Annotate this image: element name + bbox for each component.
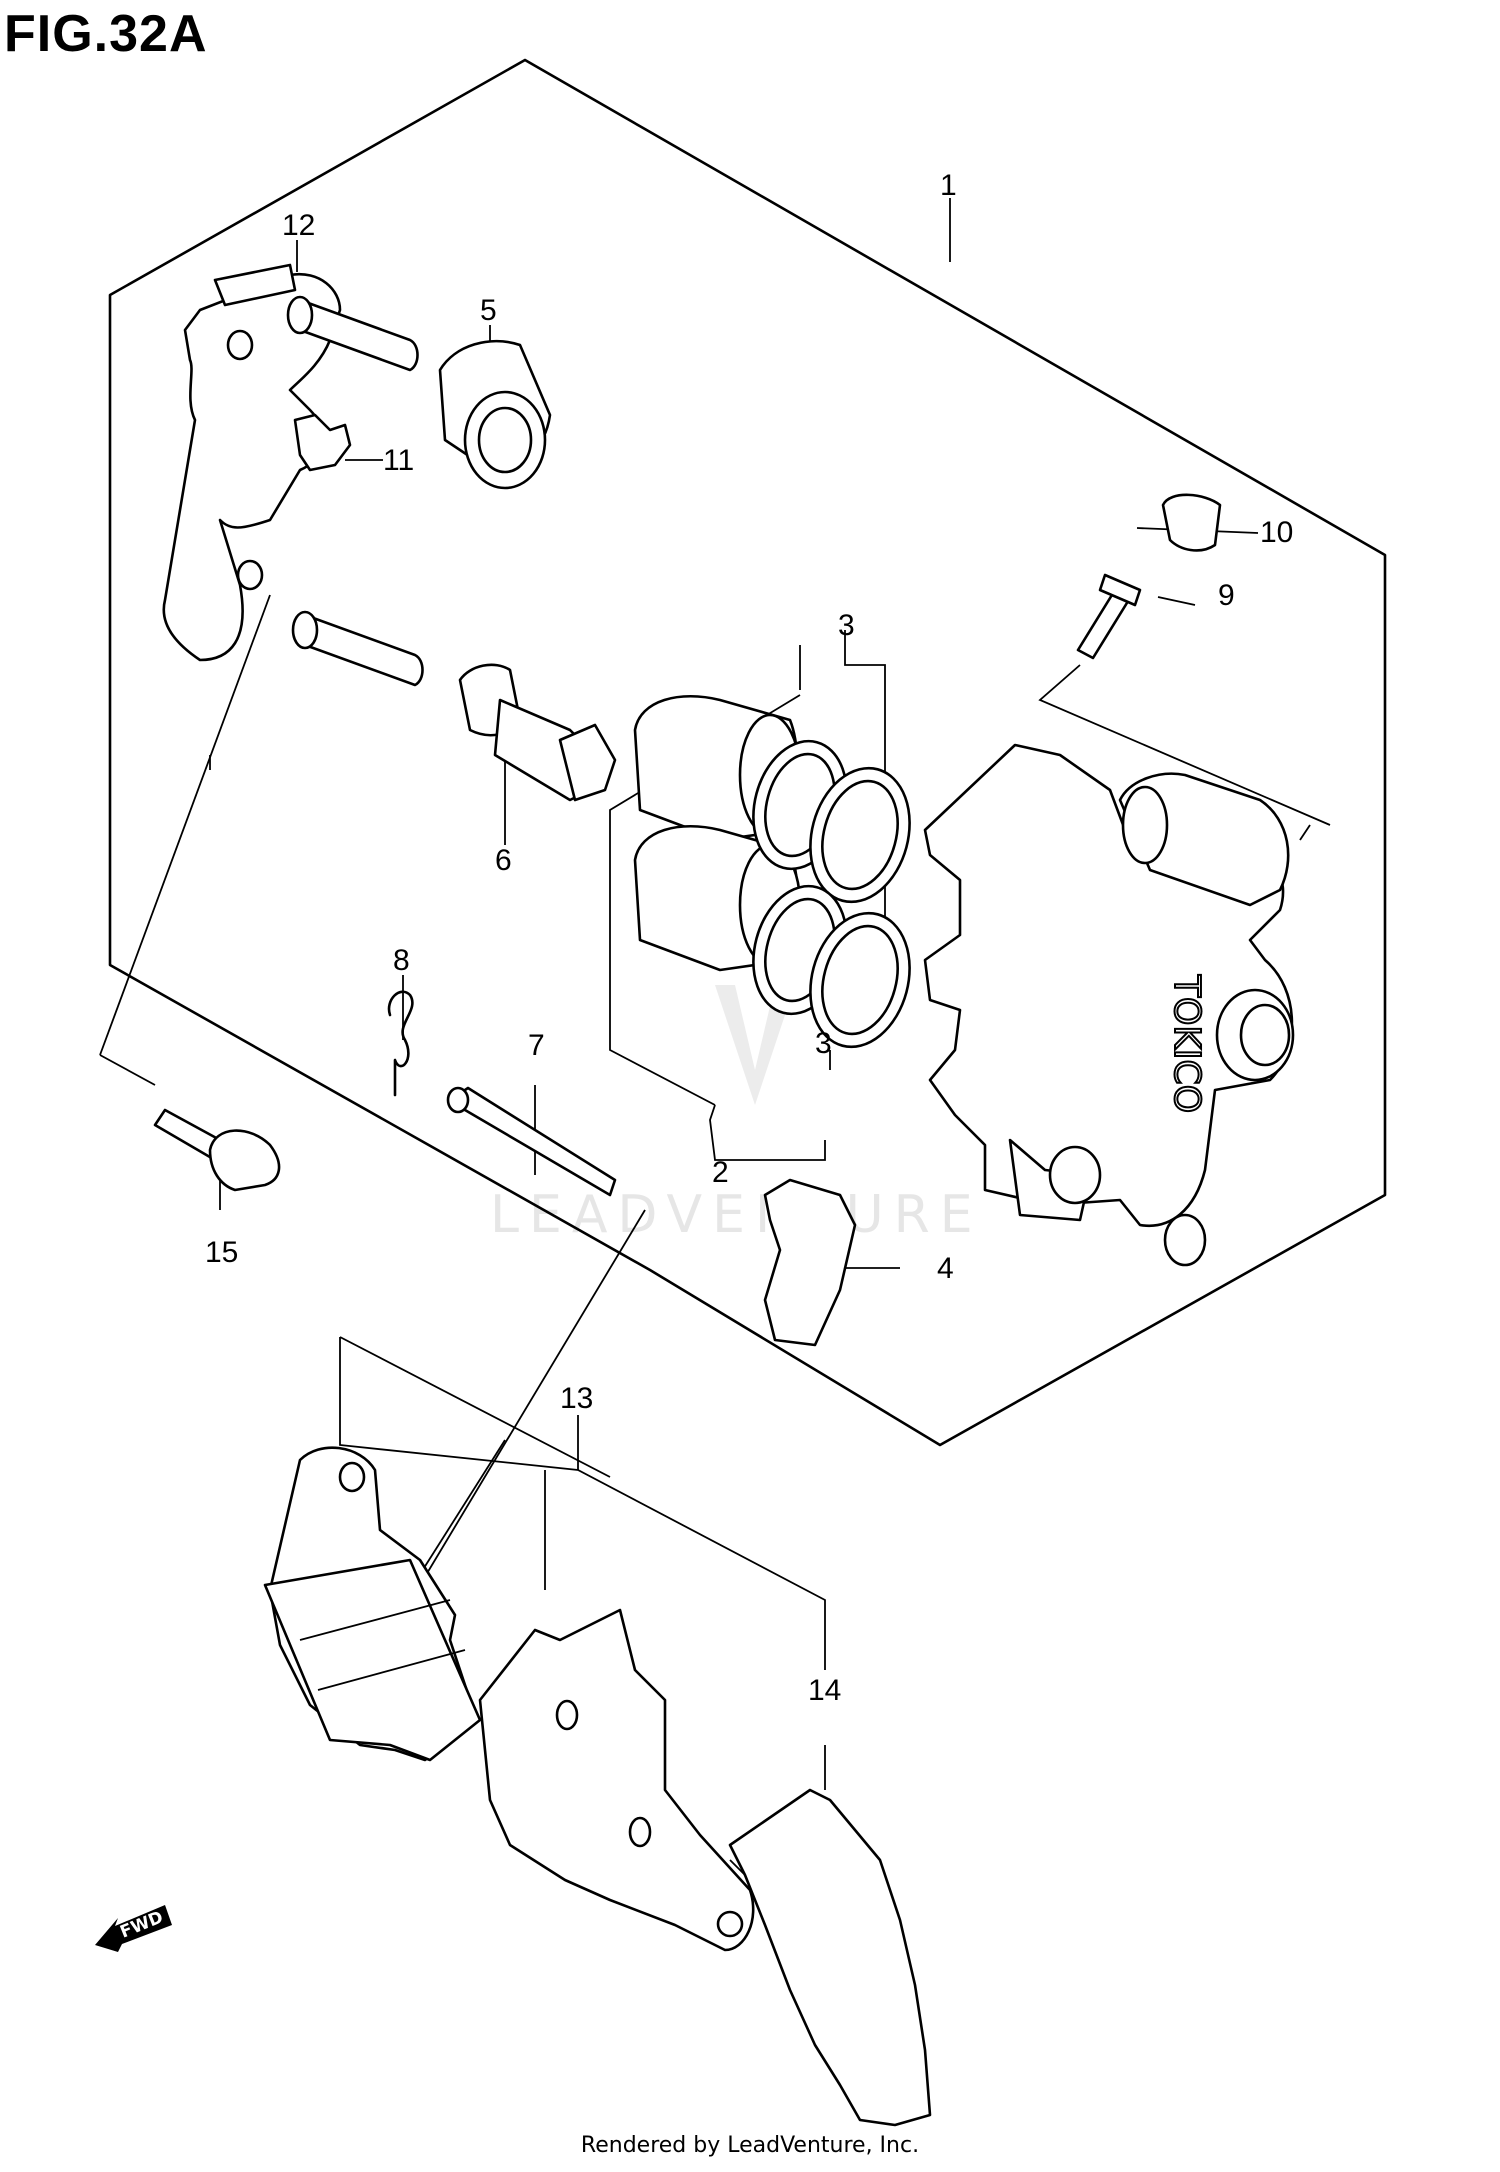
callout-8: 8: [393, 944, 410, 977]
callout-9: 9: [1218, 579, 1235, 612]
piston-seals: [752, 739, 911, 1049]
callout-15: 15: [205, 1236, 238, 1269]
callout-13: 13: [560, 1382, 593, 1415]
callout-1: 1: [940, 169, 957, 202]
watermark-text: LEADVENTURE: [490, 1185, 983, 1245]
slide-pin-boot: [438, 339, 552, 490]
callout-10: 10: [1260, 516, 1293, 549]
slide-pin: [458, 663, 617, 802]
callout-3a: 3: [838, 609, 855, 642]
fwd-label: FWD: [117, 1907, 166, 1942]
callout-11: 11: [383, 444, 414, 477]
mounting-bolt: [153, 1108, 281, 1192]
callout-14: 14: [808, 1674, 841, 1707]
callout-labels: 1 2 3 3 4 5 6 7 8 9 10 11 12 13 14 15: [205, 169, 1293, 1707]
caliper-bracket: [162, 263, 424, 687]
bleeder-cap: [1161, 493, 1222, 552]
callout-4: 4: [937, 1252, 954, 1285]
callout-6: 6: [495, 844, 512, 877]
callout-7: 7: [528, 1029, 545, 1062]
pad-pin-clip: [387, 990, 414, 1097]
callout-5: 5: [480, 294, 497, 327]
caliper-body: TOKICO: [923, 743, 1295, 1267]
callout-3b: 3: [815, 1027, 832, 1060]
brake-pad-set: [263, 1446, 932, 2127]
bleeder-screw: [1076, 573, 1142, 660]
callout-2: 2: [712, 1156, 729, 1189]
callout-12: 12: [282, 209, 315, 242]
figure-title: FIG.32A: [4, 5, 208, 63]
footer-credit: Rendered by LeadVenture, Inc.: [580, 2133, 920, 2158]
forward-arrow-icon: FWD: [95, 1905, 172, 1952]
pad-pin: [446, 1086, 617, 1197]
caliper-marking: TOKICO: [1166, 974, 1207, 1113]
assembly-outline: [108, 58, 1387, 1447]
pad-clip: [293, 413, 352, 472]
pad-spring: [763, 1178, 857, 1347]
